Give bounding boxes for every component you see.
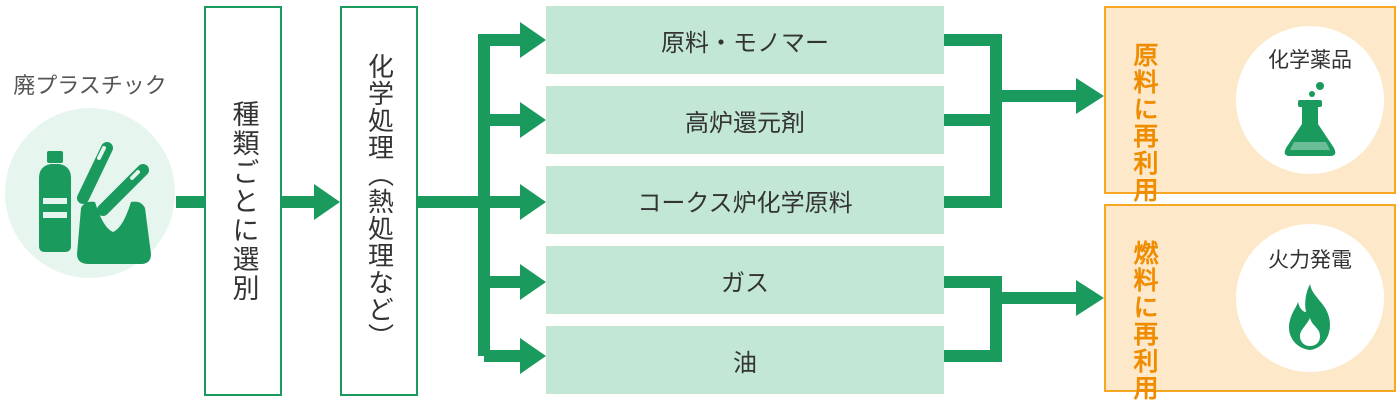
branch-1-shaft	[484, 34, 524, 46]
connector-step1-step2-shaft	[282, 196, 316, 208]
result-thermal-power-title: 火力発電	[1268, 248, 1352, 272]
step-sorting-label: 種類ごとに選別	[227, 99, 259, 303]
plastic-waste-icon	[5, 108, 175, 278]
merge-bottom-arrowhead	[1076, 280, 1104, 316]
step-chemical-treatment-label: 化学処理（熱処理など）	[363, 52, 394, 350]
branch-3-arrowhead	[520, 184, 546, 220]
out-2	[944, 114, 996, 126]
out-4	[944, 276, 996, 288]
product-label: ガス	[721, 268, 769, 297]
product-raw-material-monomer: 原料・モノマー	[546, 6, 944, 74]
step-chemical-treatment: 化学処理（熱処理など）	[340, 6, 418, 396]
out-5	[944, 350, 996, 362]
step-sorting: 種類ごとに選別	[204, 6, 282, 396]
flame-icon	[1288, 284, 1330, 350]
out-3	[944, 196, 996, 208]
source-label: 廃プラスチック	[13, 74, 167, 99]
branch-4-shaft	[484, 276, 524, 288]
flask-icon	[1284, 82, 1336, 156]
product-gas: ガス	[546, 246, 944, 314]
merge-top-shaft	[996, 90, 1080, 102]
right-trunk-bottom	[990, 276, 1002, 362]
branch-2-arrowhead	[520, 102, 546, 138]
result-raw-material-reuse-label: 原料に再利用	[1130, 42, 1159, 204]
product-label: 油	[733, 348, 757, 377]
branch-2-shaft	[484, 114, 524, 126]
product-coke-oven-chemical-feedstock: コークス炉化学原料	[546, 166, 944, 234]
product-label: 原料・モノマー	[661, 28, 829, 57]
merge-top-arrowhead	[1076, 78, 1104, 114]
product-label: 高炉還元剤	[685, 108, 805, 137]
branch-5-arrowhead	[520, 338, 546, 374]
right-trunk-top	[990, 34, 1002, 208]
product-label: コークス炉化学原料	[637, 188, 853, 217]
connector-step2-trunk	[418, 196, 480, 208]
branch-4-arrowhead	[520, 264, 546, 300]
merge-bottom-shaft	[996, 292, 1080, 304]
product-oil: 油	[546, 326, 944, 394]
left-trunk	[478, 34, 490, 356]
arrowhead-step2	[314, 184, 340, 220]
out-1	[944, 34, 996, 46]
result-fuel-reuse-label: 燃料に再利用	[1130, 240, 1159, 402]
result-chemicals-title: 化学薬品	[1268, 48, 1352, 72]
branch-1-arrowhead	[520, 22, 546, 58]
connector-source-step1	[176, 196, 204, 208]
branch-3-shaft	[484, 196, 524, 208]
product-blast-furnace-reductant: 高炉還元剤	[546, 86, 944, 154]
branch-5-shaft	[484, 350, 524, 362]
